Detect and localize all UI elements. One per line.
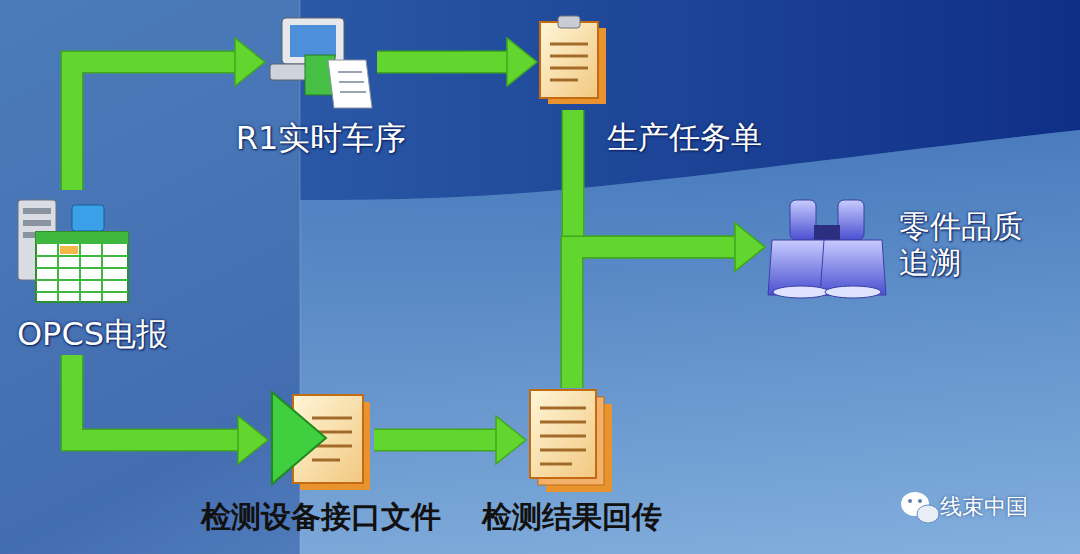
arrow-shaft-edge [374, 429, 496, 452]
spreadsheet-icon [36, 232, 128, 302]
arrow-shaft [374, 430, 496, 450]
arrow-shaft-edge [572, 247, 735, 388]
icon-node: 检测结果回传 [526, 388, 618, 492]
arrowhead [735, 223, 765, 271]
binoculars-icon [768, 200, 886, 298]
arrow-shaft [572, 247, 735, 388]
task-sheet-icon [540, 16, 606, 104]
interface-file-icon [272, 392, 370, 490]
arrowhead [238, 416, 268, 464]
flow-arrow [572, 223, 765, 388]
arrow-shaft-edge [377, 51, 507, 74]
node-label: 检测结果回传 [482, 500, 662, 535]
wechat-icon [901, 492, 939, 523]
arrow-shaft [377, 52, 507, 72]
arrowhead [496, 416, 526, 464]
arrowhead [735, 223, 765, 271]
arrow-shaft [72, 355, 238, 440]
result-docs-icon [530, 390, 612, 492]
left-panel [0, 0, 300, 554]
icon-node: 检测设备接口文件 [268, 388, 374, 492]
arrow-shaft [72, 62, 235, 190]
icon-node: 零件品质 追溯 [765, 195, 889, 299]
arrow-shaft-edge [72, 62, 235, 190]
node-label: 检测设备接口文件 [201, 500, 441, 535]
node-label: 零件品质 追溯 [899, 209, 1029, 280]
flow-arrow [72, 38, 265, 190]
node-label: OPCS电报 [17, 316, 168, 353]
arrowhead [507, 38, 537, 86]
flow-arrow [377, 38, 537, 86]
node-label: 生产任务单 [607, 120, 762, 156]
flow-arrow [72, 355, 268, 464]
light-band [300, 130, 1080, 554]
arrowhead [235, 38, 265, 86]
flow-arrow [374, 416, 526, 464]
icon-node: R1实时车序 [265, 12, 377, 112]
node-label: R1实时车序 [236, 120, 407, 157]
watermark: 线束中国 [940, 492, 1028, 522]
icon-node: OPCS电报 [0, 190, 185, 355]
computer-icon [270, 18, 372, 108]
arrow-shaft-edge [72, 355, 238, 440]
icon-node: 生产任务单 [537, 15, 609, 110]
